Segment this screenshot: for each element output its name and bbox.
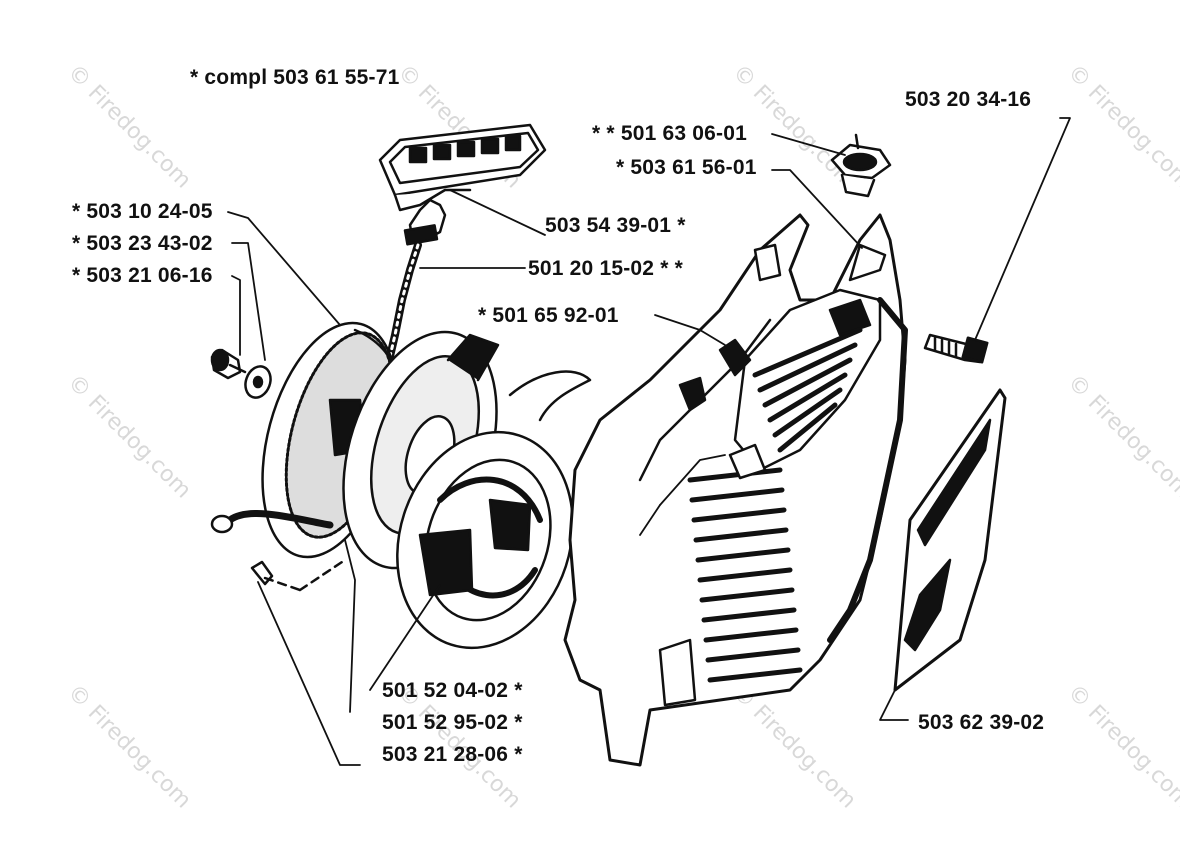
bolt [923,333,989,364]
part-number-503-61-56-01: * 503 61 56-01 [616,156,757,179]
starter-cover [563,213,908,767]
grommet [830,133,892,198]
decal [893,388,1007,692]
screw-small [210,348,247,380]
part-number-503-62-39-02: 503 62 39-02 [918,711,1045,734]
assembly-title: * compl 503 61 55-71 [190,66,400,89]
part-number-501-52-95-02: 501 52 95-02 * [382,711,523,734]
part-number-503-10-24-05: * 503 10 24-05 [72,200,213,223]
part-number-501-52-04-02: 501 52 04-02 * [382,679,523,702]
washer [244,365,272,399]
part-number-503-54-39-01: 503 54 39-01 * [545,214,686,237]
screw-lower [250,558,347,592]
leader-lines [227,117,1071,766]
starter-rope [384,241,422,369]
part-number-501-65-92-01: * 501 65 92-01 [478,304,619,327]
pawl-wheel [396,370,592,650]
part-number-501-63-06-01: * * 501 63 06-01 [592,122,747,145]
part-number-501-20-15-02: 501 20 15-02 * * [528,257,683,280]
part-number-503-21-28-06: 503 21 28-06 * [382,743,523,766]
part-number-503-21-06-16: * 503 21 06-16 [72,264,213,287]
part-number-503-20-34-16: 503 20 34-16 [905,88,1032,111]
rope-loop [210,510,334,534]
part-number-503-23-43-02: * 503 23 43-02 [72,232,213,255]
starter-handle [378,123,547,246]
